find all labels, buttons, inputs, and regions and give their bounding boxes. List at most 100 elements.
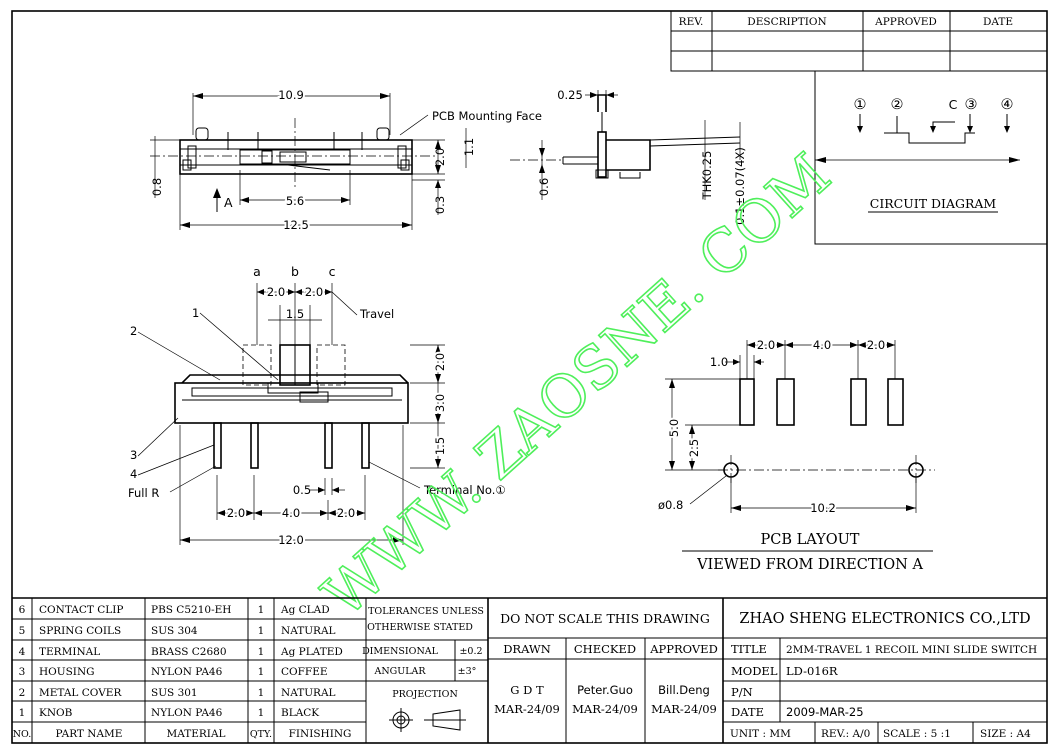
bom-part: CONTACT CLIP: [39, 604, 123, 616]
body-height-dim: 3.0: [433, 394, 447, 412]
pcb-pitch-1: 2.0: [757, 338, 775, 352]
callout-4: 4: [130, 467, 137, 481]
approved-label: APPROVED: [649, 642, 718, 656]
bom-qty: 1: [258, 625, 265, 637]
bom-header-no: NO.: [13, 729, 32, 740]
bom-no: 5: [19, 625, 26, 637]
bom-material: NYLON PA46: [151, 707, 223, 719]
title-label: TITLE: [731, 642, 767, 656]
rev-header: REV.: [679, 16, 704, 28]
end-dim-top: 0.25: [557, 88, 583, 102]
title-block: ZHAO SHENG ELECTRONICS CO.,LTD TITLE 2MM…: [723, 611, 1047, 743]
circuit-pin-2: ②: [891, 97, 904, 113]
size-value: SIZE : A4: [980, 728, 1031, 740]
pcb-hole-pitch: 10.2: [810, 501, 836, 515]
end-view: 0.25 0.6 THK0.25 0.1±0.07(4X): [510, 88, 747, 225]
revision-table: REV. DESCRIPTION APPROVED DATE: [670, 10, 1048, 72]
unit-value: UNIT : MM: [730, 728, 791, 740]
bom-material: SUS 301: [151, 687, 198, 699]
tolerance-block: TOLERANCES UNLESS OTHERWISE STATED DIMEN…: [362, 598, 489, 743]
tolerance-angular-value: ±3°: [458, 666, 477, 677]
bom-no: 4: [19, 646, 26, 658]
bom-part: TERMINAL: [39, 646, 100, 658]
model-value: LD-016R: [786, 664, 838, 678]
position-a: a: [253, 264, 261, 279]
bom-qty: 1: [258, 646, 265, 658]
approved-by: Bill.Deng: [658, 683, 710, 697]
front-dim-total: 12.0: [278, 533, 304, 547]
pcb-pitch-2: 4.0: [813, 338, 831, 352]
bom-finish: Ag CLAD: [280, 604, 330, 616]
circuit-pin-4: ④: [1001, 97, 1014, 113]
bom-header-material: MATERIAL: [166, 728, 225, 740]
description-header: DESCRIPTION: [747, 16, 826, 28]
date-value: 2009-MAR-25: [786, 705, 864, 719]
side-dim-left: 0.8: [150, 178, 164, 196]
pin-height-dim: 1.5: [433, 437, 447, 455]
bom-header-finish: FINISHING: [289, 728, 352, 740]
checked-label: CHECKED: [574, 642, 636, 656]
circuit-title: CIRCUIT DIAGRAM: [870, 196, 997, 211]
bom-header-part: PART NAME: [56, 728, 123, 740]
bom-no: 3: [19, 666, 26, 678]
bom-material: PBS C5210-EH: [151, 604, 231, 616]
front-pitch-1: 2.0: [227, 506, 245, 520]
terminal-label: Terminal No.①: [423, 483, 506, 497]
pcb-hole-label: ø0.8: [658, 498, 683, 512]
callout-2: 2: [130, 324, 137, 338]
callout-3: 3: [130, 448, 137, 462]
projection-label: PROJECTION: [392, 689, 458, 700]
tolerance-title-1: TOLERANCES UNLESS: [368, 606, 484, 617]
side-dim-width: 10.9: [278, 88, 304, 102]
pcb-hole-left: [723, 462, 739, 478]
pcb-pitch-3: 2.0: [867, 338, 885, 352]
model-label: MODEL: [731, 664, 778, 678]
circuit-diagram: ① ② C ③ ④ CIRCUIT DIAGRAM: [814, 71, 1047, 245]
travel-label: Travel: [359, 307, 394, 321]
pcb-pad-width: 1.0: [710, 355, 728, 369]
bom-finish: COFFEE: [281, 666, 328, 678]
end-thk-label: THK0.25: [700, 151, 714, 201]
side-dim-top: 1.1: [462, 138, 476, 156]
bom-part: METAL COVER: [39, 687, 122, 699]
scale-note: DO NOT SCALE THIS DRAWING: [500, 611, 710, 626]
approved-header: APPROVED: [874, 16, 937, 28]
drawn-by: G D T: [510, 683, 544, 697]
bom-finish: Ag PLATED: [280, 646, 343, 658]
pcb-mounting-face-label: PCB Mounting Face: [432, 109, 542, 123]
pcb-layout-title: PCB LAYOUT: [761, 532, 860, 548]
side-dim-total: 12.5: [283, 218, 309, 232]
pin-width-dim: 0.5: [293, 483, 311, 497]
side-dim-pitch: 5.6: [286, 194, 304, 208]
bom-qty: 1: [258, 707, 265, 719]
callout-1: 1: [192, 306, 199, 320]
side-view: 10.9 PCB Mounting Face 2.0: [150, 86, 542, 234]
date-label: DATE: [731, 705, 764, 719]
scale-value: SCALE : 5 :1: [883, 728, 951, 740]
checked-date: MAR-24/09: [572, 702, 638, 716]
bom-qty: 1: [258, 604, 265, 616]
direction-a-label: A: [224, 195, 233, 210]
tolerance-title-2: OTHERWISE STATED: [367, 622, 473, 633]
bom-part: KNOB: [39, 707, 73, 719]
circuit-pin-3: ③: [965, 97, 978, 113]
bom-material: NYLON PA46: [151, 666, 223, 678]
front-pitch-2: 4.0: [282, 506, 300, 520]
bom-finish: BLACK: [281, 707, 319, 719]
bom-no: 6: [19, 604, 26, 616]
front-view: a b c 2.0 2.0 Travel 1.5: [128, 264, 506, 549]
approved-date: MAR-24/09: [651, 702, 717, 716]
bom-finish: NATURAL: [281, 687, 336, 699]
projection-symbol-icon: [389, 708, 466, 732]
rev-value: REV.: A/0: [821, 728, 870, 740]
circuit-pin-1: ①: [854, 97, 867, 113]
pcb-layout: 2.0 4.0 2.0 1.0 5.0 2.5 ø0.8 10.2 PCB LA…: [658, 336, 935, 573]
bom-header-qty: QTY.: [250, 729, 272, 740]
bom-finish: NATURAL: [281, 625, 336, 637]
sheet-border: [11, 10, 1048, 744]
bom-part: HOUSING: [39, 666, 95, 678]
tolerance-angular: ANGULAR: [373, 666, 426, 677]
drawn-label: DRAWN: [503, 642, 551, 656]
side-dim-bottom: 0.3: [433, 196, 447, 214]
side-dim-height: 2.0: [433, 148, 447, 166]
